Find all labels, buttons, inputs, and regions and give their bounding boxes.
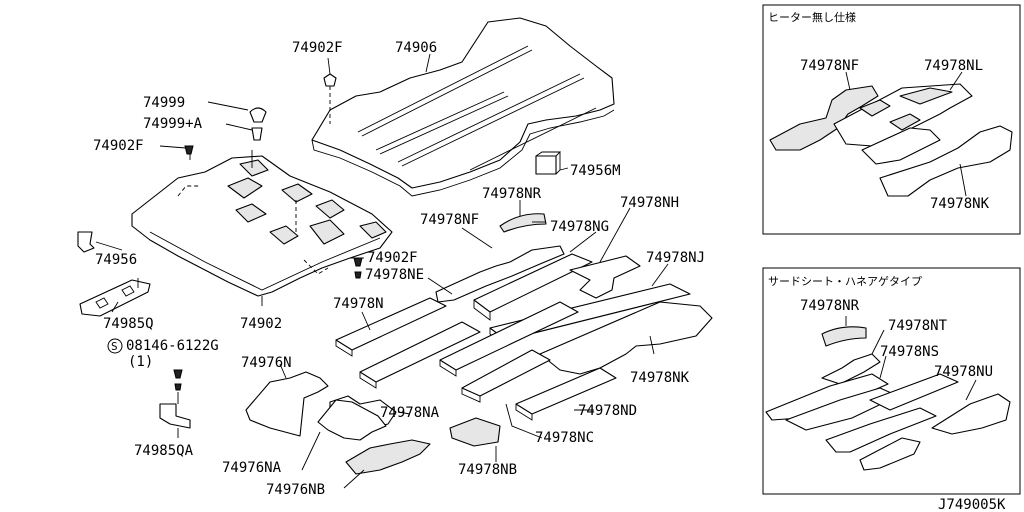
- bracket-74985Q: [79, 278, 151, 317]
- label-74902F-mid: 74902F: [367, 250, 418, 266]
- label-74906: 74906: [395, 40, 437, 56]
- screw-marker: S: [107, 338, 123, 354]
- label-74978NC: 74978NC: [535, 430, 594, 446]
- label-74978NF: 74978NF: [420, 212, 479, 228]
- label-74978ND: 74978ND: [578, 403, 637, 419]
- label-74978NA: 74978NA: [380, 405, 440, 421]
- pads-main: [329, 213, 713, 447]
- label-08146-qty: (1): [128, 354, 153, 370]
- screw-marker-symbol: S: [111, 340, 118, 353]
- label-74978NR: 74978NR: [482, 186, 542, 202]
- label-74985Q: 74985Q: [103, 316, 154, 332]
- label-74978NK: 74978NK: [630, 370, 690, 386]
- inset-top-frame: [762, 4, 1021, 235]
- label-74976NA: 74976NA: [222, 460, 282, 476]
- label-74902F-left: 74902F: [93, 138, 144, 154]
- inset-third-seat-flipup: サードシート・ハネアゲタイプ 74978NR 74978NT 74978NS 7…: [762, 267, 1021, 495]
- inset-top-label-74978NK: 74978NK: [930, 196, 990, 212]
- inset-top-label-74978NF: 74978NF: [800, 58, 859, 74]
- inset-top-title: ヒーター無し仕様: [768, 10, 856, 24]
- label-74956M: 74956M: [570, 163, 621, 179]
- inset-top-label-74978NL: 74978NL: [924, 58, 983, 74]
- label-74976NB: 74976NB: [266, 482, 325, 498]
- label-74956: 74956: [95, 252, 137, 268]
- leader-lines: [95, 53, 669, 489]
- label-74978NH: 74978NH: [620, 195, 679, 211]
- label-74978NG: 74978NG: [550, 219, 609, 235]
- label-74978NB: 74978NB: [458, 462, 517, 478]
- inset-bottom-label-74978NS: 74978NS: [880, 344, 939, 360]
- label-74976N: 74976N: [241, 355, 292, 371]
- label-74978NE: 74978NE: [365, 267, 424, 283]
- inset-bottom-frame: [762, 267, 1021, 495]
- side-panels: [245, 371, 431, 475]
- label-74985QA: 74985QA: [134, 443, 194, 459]
- inset-bottom-label-74978NR: 74978NR: [800, 298, 860, 314]
- inset-bottom-title: サードシート・ハネアゲタイプ: [768, 275, 922, 288]
- bracket-74985QA: [159, 369, 191, 429]
- drawing-id: J749005K: [938, 497, 1006, 512]
- inset-no-heater: ヒーター無し仕様 74978NF 74978NL 74978NK: [762, 4, 1021, 235]
- main-labels: 74902F 74906 74999 74999+A 74902F 74956M…: [93, 40, 705, 498]
- label-08146-6122G: 08146-6122G: [126, 338, 219, 354]
- inset-bottom-label-74978NT: 74978NT: [888, 318, 948, 334]
- clips: [77, 73, 562, 279]
- label-74999-A: 74999+A: [143, 116, 203, 132]
- panel-74906: [311, 17, 615, 197]
- label-74902: 74902: [240, 316, 282, 332]
- label-74902F-top: 74902F: [292, 40, 343, 56]
- inset-bottom-label-74978NU: 74978NU: [934, 364, 993, 380]
- label-74978N: 74978N: [333, 296, 384, 312]
- label-74999: 74999: [143, 95, 185, 111]
- floor-carpet-74902: [131, 148, 393, 297]
- label-74978NJ: 74978NJ: [646, 250, 705, 266]
